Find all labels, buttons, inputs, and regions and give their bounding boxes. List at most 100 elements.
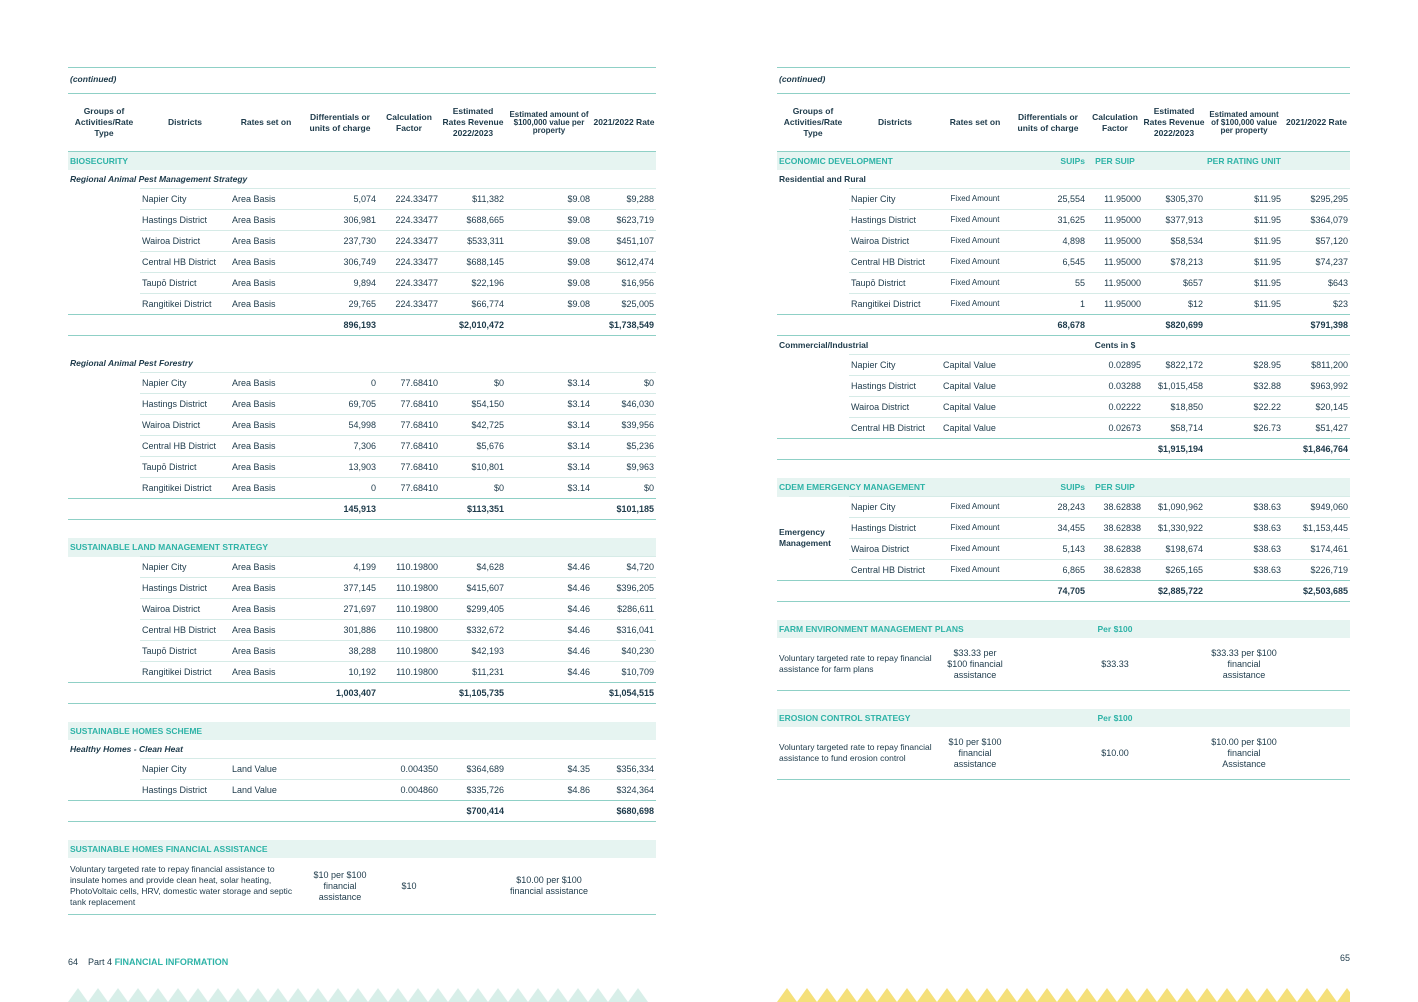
total-revenue: $1,105,735: [440, 682, 506, 704]
table-cell: [777, 602, 1350, 621]
factor-cell: 11.95000: [1087, 251, 1143, 273]
table-cell: [302, 800, 378, 822]
revenue-cell: $5,676: [440, 435, 506, 457]
rate-basis-cell: Fixed Amount: [941, 272, 1009, 294]
rate-basis-cell: Fixed Amount: [941, 538, 1009, 560]
district-cell: Hastings District: [140, 209, 230, 231]
rate-basis-cell: Capital Value: [941, 375, 1009, 397]
rate-basis-cell: Fixed Amount: [941, 496, 1009, 518]
prior-rate-cell: $0: [592, 477, 656, 499]
district-cell: Rangitikei District: [140, 477, 230, 499]
continued-label: (continued): [70, 74, 117, 84]
factor-cell: 110.19800: [378, 661, 440, 683]
prior-rate-cell: $9,288: [592, 188, 656, 210]
prior-rate-cell: $295,295: [1283, 188, 1350, 210]
group-cell: [777, 397, 849, 418]
prior-rate-cell: $226,719: [1283, 559, 1350, 581]
prior-rate-cell: $0: [592, 372, 656, 394]
units-cell: 31,625: [1009, 209, 1087, 231]
group-cell: [777, 376, 849, 397]
total-revenue: $1,915,194: [1143, 438, 1205, 460]
page-number: 64: [68, 957, 79, 967]
revenue-cell: $54,150: [440, 393, 506, 415]
rate-basis-cell: Fixed Amount: [941, 209, 1009, 231]
units-cell: 4,898: [1009, 230, 1087, 252]
total-prior: $101,185: [592, 498, 656, 520]
group-cell: [68, 478, 140, 499]
factor-cell: 11.95000: [1087, 209, 1143, 231]
total-row: $1,915,194$1,846,764: [777, 438, 1350, 460]
col-header: Differentials or units of charge: [1009, 93, 1087, 152]
group-cell: [68, 662, 140, 683]
prior-rate-cell: $324,364: [592, 779, 656, 801]
units-cell: 0: [302, 372, 378, 394]
per-property-cell: $28.95: [1205, 354, 1283, 376]
table-cell: [1087, 314, 1143, 336]
col-header: Districts: [140, 93, 230, 152]
group-cell: [68, 210, 140, 231]
prior-rate-cell: $451,107: [592, 230, 656, 252]
group-cell: [68, 231, 140, 252]
column-label: Per $100: [1087, 709, 1143, 727]
group-cell: [68, 294, 140, 315]
per-property-cell: $4.46: [506, 640, 592, 662]
per-property-cell: $4.86: [506, 779, 592, 801]
per-property-cell: $26.73: [1205, 417, 1283, 439]
revenue-cell: $18,850: [1143, 396, 1205, 418]
section-title: SUSTAINABLE HOMES FINANCIAL ASSISTANCE: [68, 840, 656, 858]
revenue-cell: $657: [1143, 272, 1205, 294]
col-header: Estimated Rates Revenue 2022/2023: [1143, 93, 1205, 152]
per-property-cell: $11.95: [1205, 251, 1283, 273]
footer-section: FINANCIAL INFORMATION: [114, 957, 229, 967]
spacer-row: [777, 691, 1350, 710]
table-cell: [68, 314, 302, 336]
section-title: SUSTAINABLE HOMES SCHEME: [68, 722, 656, 740]
total-units: 896,193: [302, 314, 378, 336]
group-cell: [777, 418, 849, 439]
per-property-cell: $38.63: [1205, 559, 1283, 581]
group-cell: [68, 415, 140, 436]
factor-cell: 77.68410: [378, 477, 440, 499]
table-cell: [378, 800, 440, 822]
description-cell: Voluntary targeted rate to repay financi…: [777, 727, 941, 780]
table-cell: [1143, 620, 1350, 638]
units-cell: 0: [302, 477, 378, 499]
units-cell: $10 per $100 financial assistance: [302, 858, 378, 915]
rate-basis-cell: Area Basis: [230, 456, 302, 478]
prior-rate-cell: $16,956: [592, 272, 656, 294]
units-cell: [1009, 354, 1087, 376]
rates-table-right: Groups of Activities/Rate Type Districts…: [777, 93, 1350, 780]
factor-cell: 0.02895: [1087, 354, 1143, 376]
description-cell: Voluntary targeted rate to repay financi…: [777, 638, 941, 691]
factor-cell: 224.33477: [378, 209, 440, 231]
factor-cell: 110.19800: [378, 619, 440, 641]
table-cell: [1087, 438, 1143, 460]
group-cell: [68, 557, 140, 578]
rate-basis-cell: Area Basis: [230, 414, 302, 436]
revenue-cell: $10,801: [440, 456, 506, 478]
district-cell: Hastings District: [849, 209, 941, 231]
revenue-cell: $1,090,962: [1143, 496, 1205, 518]
col-header: Estimated amount of $100,000 value per p…: [1205, 93, 1283, 152]
spacer-row: [777, 602, 1350, 621]
col-header: Calculation Factor: [378, 93, 440, 152]
per-property-cell: $3.14: [506, 477, 592, 499]
units-cell: 306,749: [302, 251, 378, 273]
col-header: Rates set on: [941, 93, 1009, 152]
column-label: SUIPs: [1009, 151, 1087, 170]
column-label: SUIPs: [1009, 478, 1087, 497]
per-property-cell: $9.08: [506, 293, 592, 315]
factor-cell: 0.02673: [1087, 417, 1143, 439]
per-property-cell: $4.46: [506, 598, 592, 620]
group-cell: [777, 294, 849, 315]
table-cell: [506, 498, 592, 520]
units-cell: 306,981: [302, 209, 378, 231]
units-cell: 6,865: [1009, 559, 1087, 581]
section-title: FARM ENVIRONMENT MANAGEMENT PLANS: [777, 620, 1087, 638]
units-cell: 377,145: [302, 577, 378, 599]
revenue-cell: $533,311: [440, 230, 506, 252]
